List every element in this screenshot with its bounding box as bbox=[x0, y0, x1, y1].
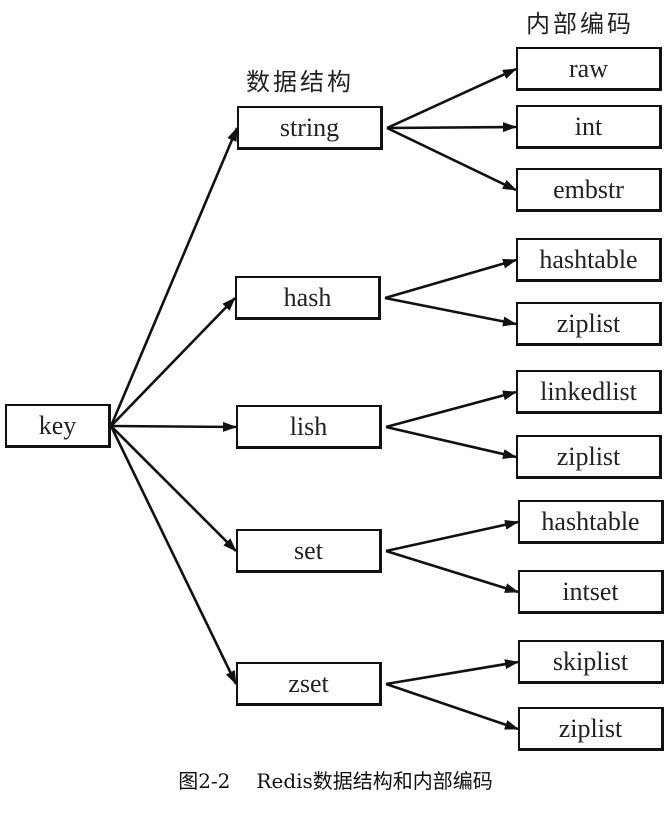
figure-caption: 图2-2 Redis数据结构和内部编码 bbox=[0, 765, 671, 794]
arrow-zset-to-encoding bbox=[385, 659, 519, 686]
structure-node-list: lish bbox=[236, 405, 382, 449]
encoding-node: ziplist bbox=[518, 707, 664, 751]
encoding-node: int bbox=[516, 105, 662, 149]
arrow-hash-to-encoding bbox=[384, 258, 517, 300]
figure-number: 图2-2 bbox=[178, 769, 231, 793]
key-node: key bbox=[5, 404, 111, 448]
data-structures-header: 数据结构 bbox=[246, 68, 354, 96]
arrow-list-to-encoding bbox=[385, 425, 517, 459]
arrow-string-to-encoding bbox=[386, 67, 517, 130]
arrow-key-to-set bbox=[110, 425, 237, 552]
arrow-set-to-encoding bbox=[385, 519, 519, 553]
encoding-node: intset bbox=[518, 570, 664, 614]
arrow-list-to-encoding bbox=[385, 390, 517, 429]
encoding-node: ziplist bbox=[516, 435, 662, 479]
arrow-key-to-hash bbox=[110, 297, 236, 427]
encoding-node: hashtable bbox=[516, 238, 662, 282]
structure-node-zset: zset bbox=[236, 662, 382, 706]
arrow-string-to-encoding bbox=[386, 122, 517, 133]
arrow-string-to-encoding bbox=[386, 126, 517, 192]
arrow-key-to-string bbox=[109, 127, 239, 427]
encoding-node: linkedlist bbox=[516, 370, 662, 414]
figure-title: Redis数据结构和内部编码 bbox=[256, 769, 493, 793]
structure-node-string: string bbox=[237, 106, 383, 150]
internal-encodings-header: 内部编码 bbox=[526, 10, 634, 38]
arrow-key-to-list bbox=[110, 421, 237, 432]
encoding-node: hashtable bbox=[518, 500, 664, 544]
structure-node-hash: hash bbox=[235, 276, 381, 320]
encoding-node: raw bbox=[516, 47, 662, 91]
structure-node-set: set bbox=[236, 529, 382, 573]
encoding-node: embstr bbox=[516, 168, 662, 212]
arrow-hash-to-encoding bbox=[384, 296, 517, 327]
encoding-node: ziplist bbox=[516, 302, 662, 346]
encoding-node: skiplist bbox=[518, 640, 664, 684]
arrow-key-to-zset bbox=[109, 425, 238, 685]
arrow-zset-to-encoding bbox=[385, 682, 519, 731]
arrow-set-to-encoding bbox=[385, 549, 519, 594]
